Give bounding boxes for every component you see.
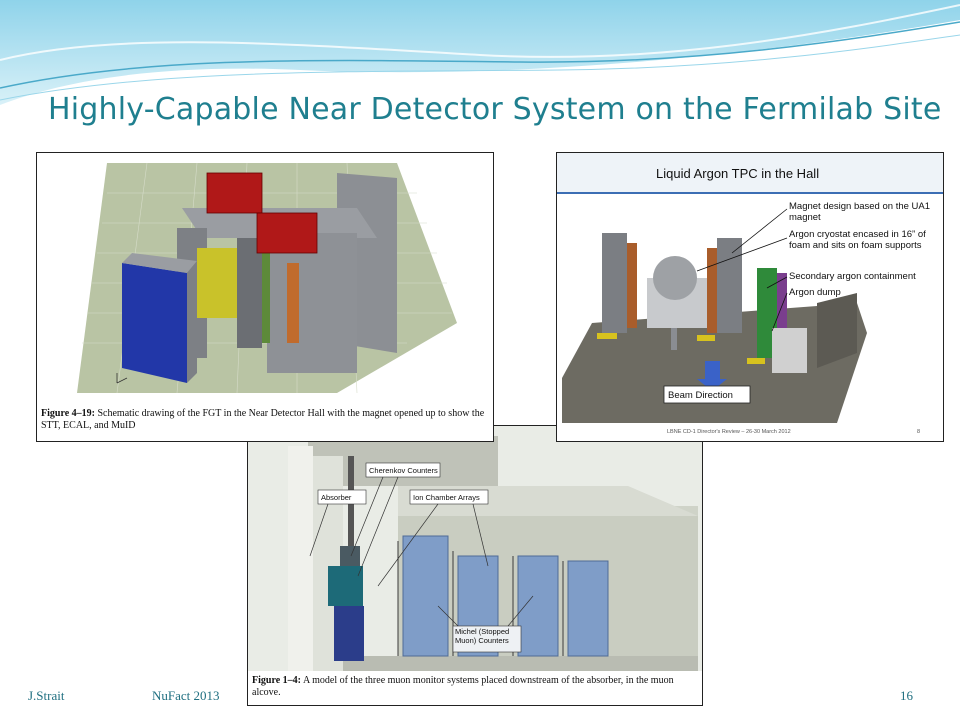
tpc-annotation-secondary: Secondary argon containment bbox=[789, 271, 916, 282]
fgt-schematic-figure: Figure 4–19: Schematic drawing of the FG… bbox=[36, 152, 494, 442]
absorber-label: Absorber bbox=[321, 493, 352, 502]
cherenkov-counters-label: Cherenkov Counters bbox=[369, 466, 438, 475]
tpc-title: Liquid Argon TPC in the Hall bbox=[656, 166, 820, 181]
ion-chamber-arrays-label: Ion Chamber Arrays bbox=[413, 493, 480, 502]
fgt-figure-caption: Figure 4–19: Schematic drawing of the FG… bbox=[41, 408, 489, 432]
tpc-annotation-magnet: Magnet design based on the UA1 magnet bbox=[789, 201, 931, 223]
muon-alcove-illustration: Cherenkov Counters Absorber Ion Chamber … bbox=[248, 426, 702, 671]
header-wave-decoration bbox=[0, 0, 960, 105]
lar-tpc-illustration bbox=[557, 153, 943, 441]
tpc-annotation-cryostat: Argon cryostat encased in 16” of foam an… bbox=[789, 229, 926, 251]
footer-page-number: 16 bbox=[900, 688, 913, 703]
muon-monitor-figure: Cherenkov Counters Absorber Ion Chamber … bbox=[247, 425, 703, 706]
muon-caption-text: A model of the three muon monitor system… bbox=[252, 675, 674, 698]
fgt-caption-label: Figure 4–19: bbox=[41, 408, 95, 419]
tpc-annotation-dump: Argon dump bbox=[789, 287, 841, 298]
slide-title: Highly-Capable Near Detector System on t… bbox=[48, 92, 942, 127]
michel-counters-label: Michel (Stopped Muon) Counters bbox=[455, 627, 510, 645]
muon-caption-label: Figure 1–4: bbox=[252, 675, 301, 686]
muon-figure-caption: Figure 1–4: A model of the three muon mo… bbox=[252, 675, 698, 699]
lar-tpc-figure: Liquid Argon TPC in the Hall Magnet desi… bbox=[556, 152, 944, 442]
tpc-page-number: 8 bbox=[917, 429, 921, 435]
tpc-footer: LBNE CD-1 Director's Review – 26-30 Marc… bbox=[667, 429, 791, 435]
footer-event: NuFact 2013 bbox=[152, 688, 220, 703]
footer-author: J.Strait bbox=[28, 688, 65, 703]
beam-direction-label: Beam Direction bbox=[668, 390, 733, 401]
fgt-schematic-illustration bbox=[37, 153, 493, 403]
fgt-caption-text: Schematic drawing of the FGT in the Near… bbox=[41, 408, 485, 431]
